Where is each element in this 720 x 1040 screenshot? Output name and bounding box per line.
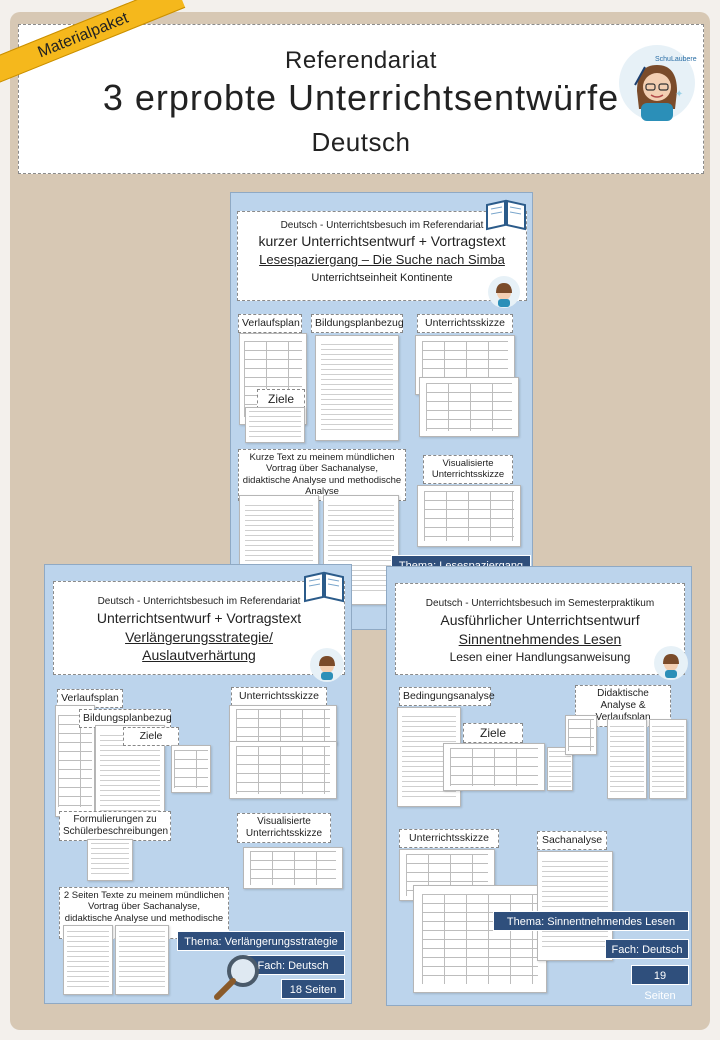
doc-thumbnail	[649, 719, 687, 799]
card1-title: kurzer Unterrichtsentwurf + Vortragstext	[258, 233, 506, 249]
card2-label-unterrichtsskizze: Unterrichtsskizze	[231, 687, 327, 706]
doc-thumbnail	[115, 925, 169, 995]
doc-thumbnail	[413, 885, 547, 993]
card3-subtitle: Lesen einer Handlungsanweisung	[449, 650, 631, 664]
card3-label-bedingungsanalyse: Bedingungsanalyse	[399, 687, 495, 706]
card1-label-unterrichtsskizze: Unterrichtsskizze	[417, 314, 513, 333]
card2-label-formulierungen: Formulierungen zu Schülerbeschreibungen	[59, 811, 171, 841]
doc-thumbnail	[229, 705, 337, 745]
card2-topic-line2: Auslautverhärtung	[142, 647, 256, 663]
card1-label-vortrag: Kurze Text zu meinem mündlichen Vortrag …	[238, 449, 406, 501]
doc-thumbnail	[315, 335, 399, 441]
doc-thumbnail	[419, 377, 519, 437]
card2-label-verlaufsplan: Verlaufsplan	[57, 689, 123, 708]
doc-thumbnail	[229, 741, 337, 799]
card1-unit: Unterrichtseinheit Kontinente	[311, 272, 453, 284]
card2-topic-tag: Thema: Verlängerungsstrategie	[177, 931, 345, 951]
card1-topic: Lesespaziergang – Die Suche nach Simba	[259, 252, 505, 267]
card3-subject-tag: Fach: Deutsch	[605, 939, 689, 959]
card1-label-bildungsplanbezug: Bildungsplanbezug	[311, 314, 404, 333]
card2-title: Unterrichtsentwurf + Vortragstext	[96, 610, 302, 626]
brand-label: SchuLauberei	[655, 56, 697, 63]
teacher-avatar-icon: SchuLauberei ✦	[619, 45, 697, 121]
book-icon	[304, 571, 344, 603]
doc-thumbnail	[245, 407, 305, 443]
card3-topic: Sinnentnehmendes Lesen	[458, 631, 622, 647]
card3-header: Deutsch - Unterrichtsbesuch im Semesterp…	[395, 583, 685, 675]
doc-thumbnail	[87, 839, 133, 881]
card2-label-visual: Visualisierte Unterrichtsskizze	[237, 813, 331, 843]
card2-avatar-icon	[310, 648, 344, 682]
card1-label-verlaufsplan: Verlaufsplan	[238, 314, 302, 333]
title-banner: Referendariat 3 erprobte Unterrichtsentw…	[18, 24, 704, 174]
doc-thumbnail	[171, 745, 211, 793]
preview-card-sinnentnehmendes-lesen: Deutsch - Unterrichtsbesuch im Semesterp…	[386, 566, 692, 1006]
card3-kicker: Deutsch - Unterrichtsbesuch im Semesterp…	[425, 598, 655, 609]
card1-kicker: Deutsch - Unterrichtsbesuch im Referenda…	[280, 220, 484, 231]
card3-topic-tag: Thema: Sinnentnehmendes Lesen	[493, 911, 689, 931]
book-icon	[486, 199, 526, 231]
card2-header: Deutsch - Unterrichtsbesuch im Referenda…	[53, 581, 345, 675]
card3-label-ziele: Ziele	[463, 723, 523, 744]
doc-thumbnail	[537, 851, 613, 961]
card3-label-sachanalyse: Sachanalyse	[537, 831, 607, 850]
card2-topic-line1: Verlängerungsstrategie/	[125, 629, 273, 645]
header-subject: Deutsch	[311, 127, 411, 157]
card2-label-bildungsplanbezug: Bildungsplanbezug	[79, 709, 172, 728]
preview-card-lesespaziergang: Deutsch - Unterrichtsbesuch im Referenda…	[230, 192, 533, 630]
card2-pages-tag: 18 Seiten	[281, 979, 345, 999]
svg-text:✦: ✦	[675, 89, 683, 100]
card3-avatar-icon	[654, 646, 688, 680]
header-title: 3 erprobte Unterrichtsentwürfe	[102, 77, 620, 118]
magnifier-icon	[214, 955, 259, 1000]
doc-thumbnail	[565, 715, 597, 755]
card1-header: Deutsch - Unterrichtsbesuch im Referenda…	[237, 211, 527, 301]
card3-pages-tag: 19 Seiten	[631, 965, 689, 1002]
card2-kicker: Deutsch - Unterrichtsbesuch im Referenda…	[97, 596, 301, 607]
visual-sketch-thumbnail	[417, 485, 521, 547]
card3-title: Ausführlicher Unterrichtsentwurf	[440, 612, 640, 628]
doc-thumbnail	[443, 743, 545, 791]
preview-card-verlaengerungsstrategie: Deutsch - Unterrichtsbesuch im Referenda…	[44, 564, 352, 1004]
card1-label-visual: Visualisierte Unterrichtsskizze	[423, 455, 513, 484]
doc-thumbnail	[63, 925, 113, 995]
header-line-1: Referendariat	[285, 47, 437, 74]
card2-label-ziele: Ziele	[123, 727, 179, 746]
visual-sketch-thumbnail	[243, 847, 343, 889]
card1-avatar-icon	[488, 276, 520, 308]
card3-label-unterrichtsskizze: Unterrichtsskizze	[399, 829, 499, 848]
doc-thumbnail	[607, 719, 647, 799]
